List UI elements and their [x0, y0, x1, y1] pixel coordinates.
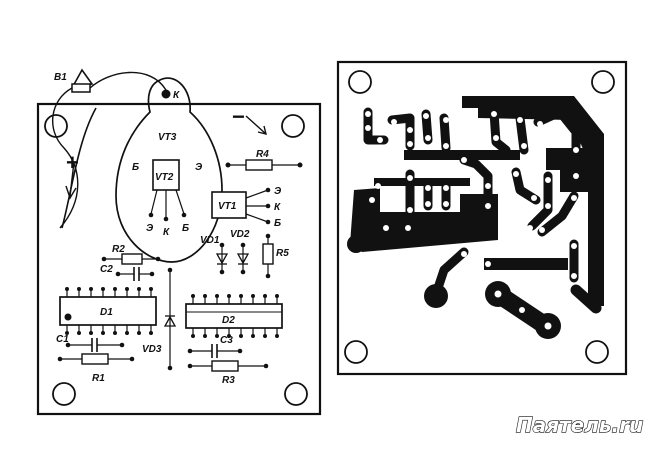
capacitor-c1	[65, 338, 125, 352]
vt3-outline	[115, 77, 223, 263]
diode-vd3	[163, 267, 177, 371]
label-d1: D1	[100, 307, 113, 318]
label-r5: R5	[276, 248, 289, 259]
mount-hole	[52, 382, 76, 406]
mount-hole	[281, 114, 305, 138]
board-outline-left	[36, 102, 322, 416]
buzzer-b1	[51, 68, 167, 229]
label-vt1: VT1	[218, 201, 237, 212]
mount-hole	[284, 382, 308, 406]
label-r3: R3	[222, 375, 235, 386]
arrow-minus	[245, 115, 267, 135]
mount-hole	[591, 70, 615, 94]
label-vd3: VD3	[142, 344, 162, 355]
resistor-r3	[187, 360, 269, 372]
label-vd2: VD2	[230, 229, 250, 240]
pin-vt3-b: Б	[132, 162, 139, 173]
watermark-logo: Паятель.ru	[516, 413, 643, 437]
vt1-body	[211, 191, 247, 219]
label-r4: R4	[256, 149, 269, 160]
copper-traces	[347, 96, 604, 339]
label-b1: B1	[54, 72, 67, 83]
mount-hole	[344, 340, 368, 364]
arrow-plus	[65, 161, 77, 200]
resistor-r5	[262, 233, 274, 279]
minus-sign: −	[232, 104, 245, 129]
sensor-arc	[61, 107, 97, 229]
capacitor-c3	[187, 344, 243, 358]
vt3-collector-pad	[161, 89, 171, 99]
mount-hole	[585, 340, 609, 364]
label-r1: R1	[92, 373, 105, 384]
component-side-board: B1 VT3 VT2 VT1 R4 R2 C2 VD1 VD2 R5 D1 D2…	[36, 68, 322, 416]
pin-vt3-e: Э	[195, 162, 203, 173]
resistor-r2	[101, 253, 161, 265]
copper-side-board	[336, 60, 628, 376]
resistor-r1	[57, 353, 135, 365]
label-vt3: VT3	[158, 132, 177, 143]
vt2-leads	[150, 189, 185, 218]
pin-vt2-e: Э	[146, 223, 154, 234]
label-d2: D2	[222, 315, 235, 326]
pin-vt1-k: К	[274, 202, 281, 213]
label-c3: C3	[220, 335, 233, 346]
mount-hole	[44, 114, 68, 138]
board-outline-right	[336, 60, 628, 376]
resistor-r4	[225, 159, 303, 171]
chip-d2	[185, 294, 283, 338]
chip-d1	[59, 287, 157, 335]
diode-vd2	[236, 242, 250, 275]
pin-vt3-k: К	[173, 90, 180, 101]
label-c2: C2	[100, 264, 113, 275]
plus-sign: +	[66, 150, 79, 175]
pad-holes	[365, 111, 579, 330]
label-vt2: VT2	[155, 172, 174, 183]
pin-vt2-k: К	[163, 227, 170, 238]
label-r2: R2	[112, 244, 125, 255]
pin-vt1-e: Э	[274, 186, 282, 197]
diode-vd1	[215, 242, 229, 275]
mount-hole	[348, 70, 372, 94]
capacitor-c2	[115, 267, 155, 281]
pin-vt2-b: Б	[182, 223, 189, 234]
label-c1: C1	[56, 334, 69, 345]
label-vd1: VD1	[200, 235, 220, 246]
pin-vt1-b: Б	[274, 218, 281, 229]
vt2-body	[152, 159, 180, 191]
